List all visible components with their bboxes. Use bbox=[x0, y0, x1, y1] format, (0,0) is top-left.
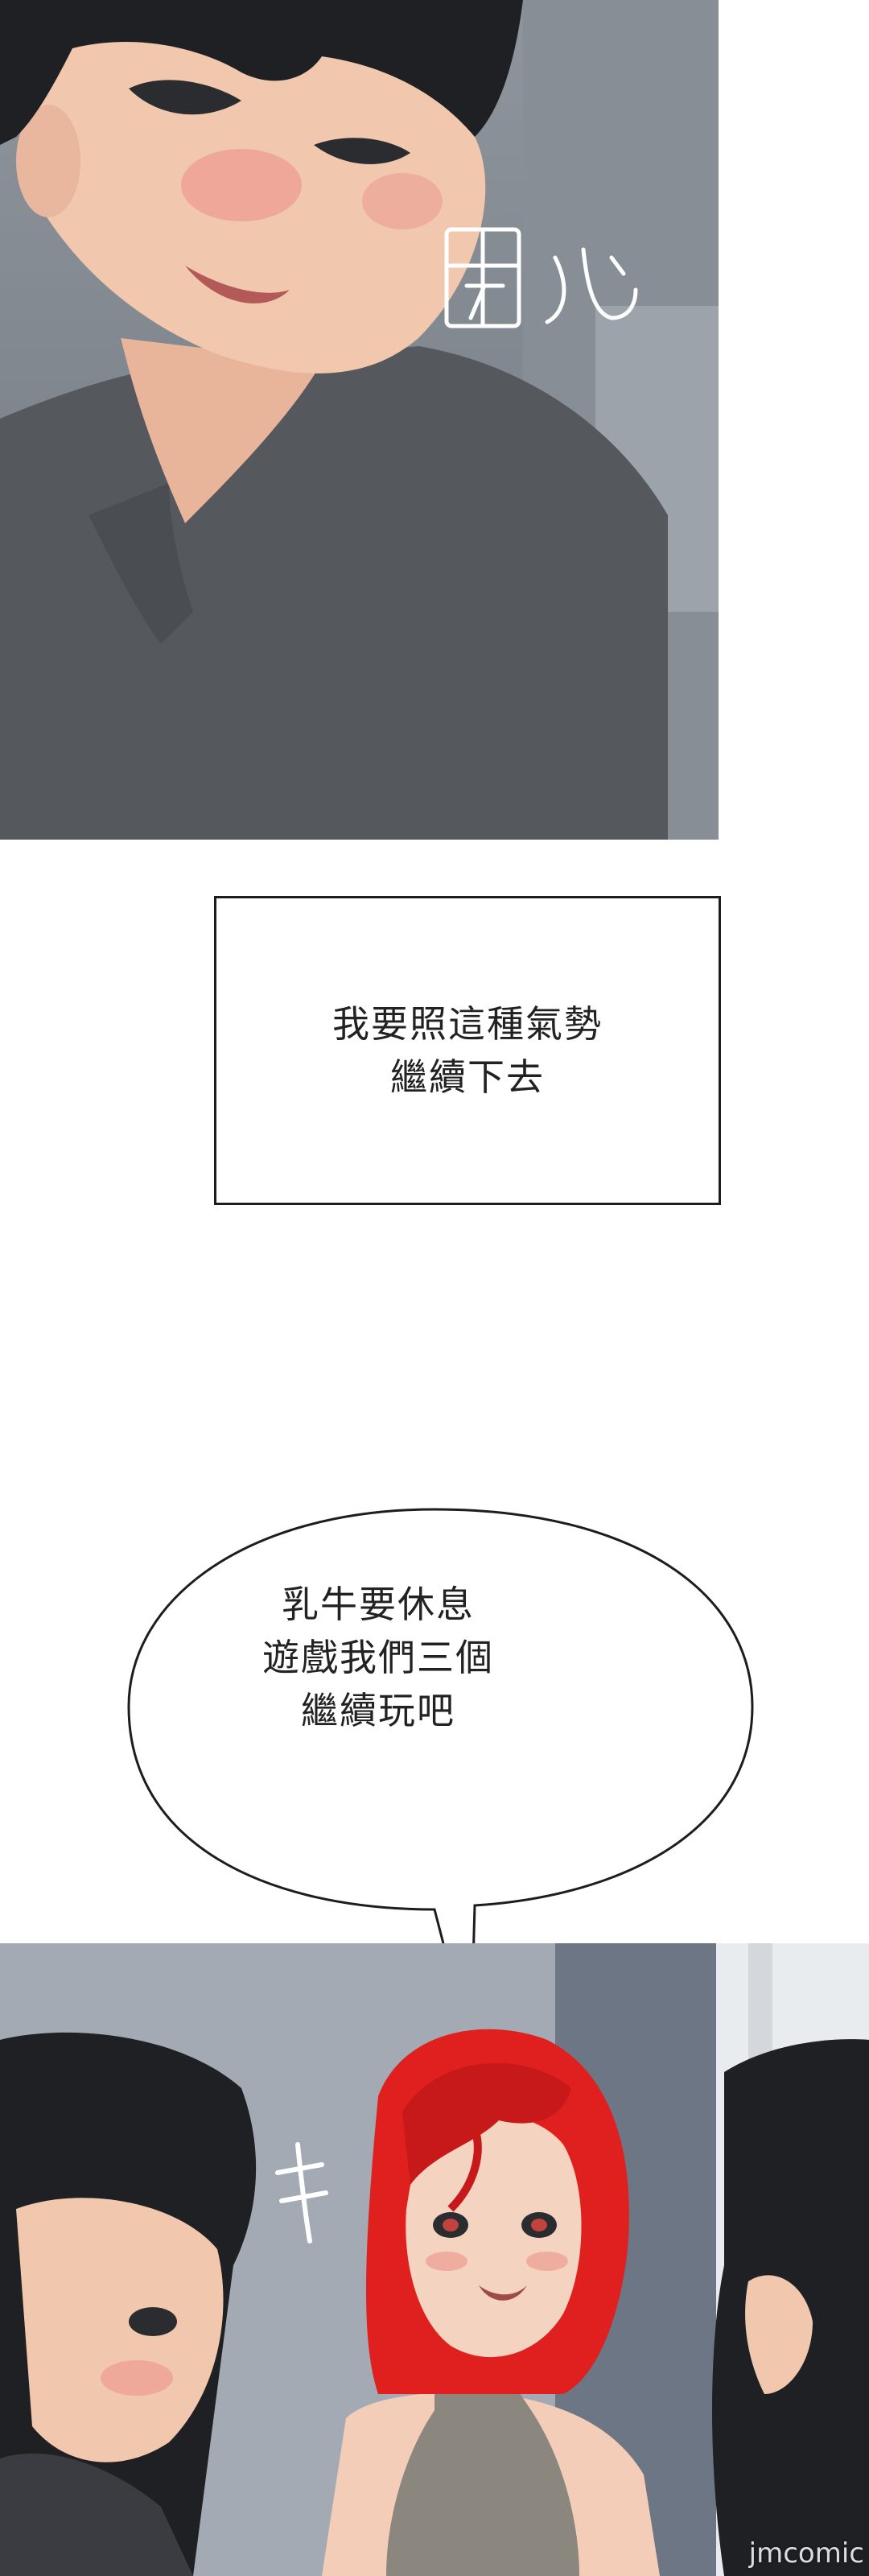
sfx-ki-mark bbox=[275, 2142, 328, 2244]
comic-panel-top bbox=[0, 0, 719, 840]
caption-line-2: 繼續下去 bbox=[390, 1055, 545, 1099]
bubble-line-3: 繼續玩吧 bbox=[301, 1689, 455, 1732]
narration-caption-box: 我要照這種氣勢 繼續下去 bbox=[214, 896, 721, 1205]
panel-bottom-illustration bbox=[0, 1943, 869, 2576]
speech-bubble-text: 乳牛要休息 遊戲我們三個 繼續玩吧 bbox=[161, 1578, 595, 1737]
caption-line-1: 我要照這種氣勢 bbox=[332, 1002, 603, 1046]
bubble-line-1: 乳牛要休息 bbox=[282, 1583, 475, 1626]
sfx-kaishin-mark bbox=[444, 227, 638, 328]
panel-top-illustration bbox=[0, 0, 719, 840]
watermark-text: jmcomic bbox=[748, 2537, 864, 2570]
comic-panel-bottom: jmcomic bbox=[0, 1943, 869, 2576]
bubble-line-2: 遊戲我們三個 bbox=[262, 1636, 494, 1679]
